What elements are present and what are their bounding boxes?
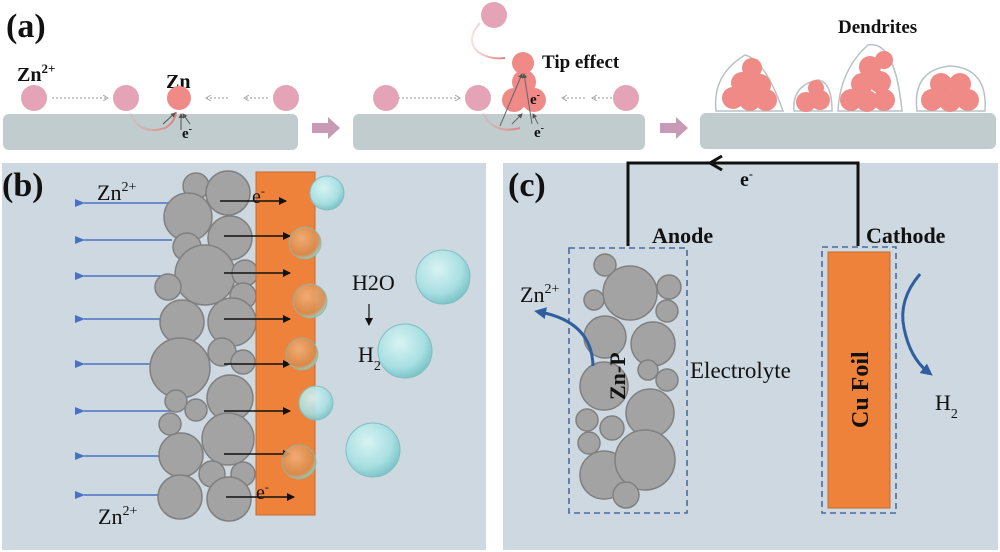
external-circuit [626, 161, 860, 246]
zn-ion [273, 85, 299, 111]
anode-material-label: Zn-P [605, 352, 630, 400]
water-label: H2O [352, 270, 395, 295]
panel-c-background [503, 163, 998, 550]
bubble [292, 283, 328, 319]
cathode-label: Cathode [866, 223, 946, 248]
bubble [377, 323, 433, 379]
electron-label: e- [530, 90, 540, 108]
cathode-material-label: Cu Foil [848, 351, 874, 428]
anode-particle-cluster [575, 253, 682, 509]
tip-effect-label: Tip effect [542, 52, 620, 73]
substrate [353, 114, 645, 150]
cu-foil [827, 251, 891, 509]
attraction-curve [471, 22, 506, 60]
electron-label-top: e- [252, 184, 265, 208]
zn-atom [167, 86, 191, 110]
zn-atom [512, 70, 536, 94]
zn-particle-cluster [149, 170, 259, 522]
electron-path [499, 73, 523, 127]
panel-a-label: (a) [6, 8, 46, 45]
zn-ion-label: Zn2+ [17, 61, 55, 86]
electron-path [532, 113, 539, 125]
zn-ion [481, 2, 507, 28]
zn-ion-label-bottom: Zn2+ [98, 504, 137, 529]
panel-c: (c) e- Anode Cathode Zn-P Zn2+ Electroly… [503, 154, 998, 550]
stage-dendrites: Dendrites [700, 17, 996, 149]
bubble [415, 249, 471, 305]
electron-path [182, 113, 191, 125]
panel-a: (a) Zn2+ Zn e- [3, 2, 996, 150]
zn-ion [373, 85, 399, 111]
bubble [345, 422, 401, 478]
zn-ion [113, 85, 139, 111]
electron-label: e- [182, 124, 192, 142]
substrate [3, 114, 298, 150]
sei-outline [837, 44, 903, 112]
bubble [288, 226, 322, 260]
bubble [309, 175, 345, 211]
stage-tip-effect: Tip effect e- e- [353, 2, 645, 150]
circuit-arrow [707, 154, 723, 172]
zn-ion-label-top: Zn2+ [97, 180, 136, 205]
zn-ion-release-arrow [534, 307, 595, 367]
electron-arrows [220, 197, 295, 501]
panel-b-label: (b) [2, 167, 44, 204]
electrolyte-label: Electrolyte [690, 358, 791, 383]
zn-atom-tip [512, 52, 534, 74]
substrate [700, 113, 996, 149]
bubble [298, 385, 334, 421]
sei-outline [714, 54, 785, 112]
dendrite-cluster [921, 73, 979, 112]
sei-outline [915, 65, 986, 112]
panel-b: (b) [2, 163, 486, 550]
sei-outline [793, 79, 833, 112]
stage-nucleation: Zn2+ Zn e- [3, 61, 299, 150]
bubble [285, 337, 319, 371]
zn-ion [613, 85, 639, 111]
dendrites-label: Dendrites [838, 17, 917, 38]
hydrogen-label: H2 [935, 390, 958, 422]
zn-ion [465, 85, 491, 111]
deposition-curve [482, 112, 521, 131]
electron-path [162, 112, 176, 125]
zn-atom [522, 88, 546, 112]
flow-arrow [660, 117, 688, 139]
anode-label: Anode [652, 223, 713, 248]
panel-c-label: (c) [508, 167, 546, 204]
electron-path [511, 113, 523, 125]
zn-ion [21, 85, 47, 111]
dendrite-cluster [722, 58, 777, 111]
dendrite-cluster [796, 80, 830, 112]
dendrite-cluster [840, 51, 895, 112]
flow-arrow [312, 117, 340, 139]
bubble [281, 444, 317, 480]
electron-path [522, 73, 533, 125]
electron-label: e- [740, 167, 753, 191]
hydrogen-bubbles [281, 175, 471, 480]
zn-ion-label: Zn2+ [520, 282, 559, 307]
hydrogen-label: H2 [358, 342, 381, 374]
electron-label-bottom: e- [256, 480, 269, 504]
anode-box [568, 247, 688, 514]
hydrogen-evolution-arrow [901, 273, 933, 376]
electron-label: e- [534, 123, 544, 141]
